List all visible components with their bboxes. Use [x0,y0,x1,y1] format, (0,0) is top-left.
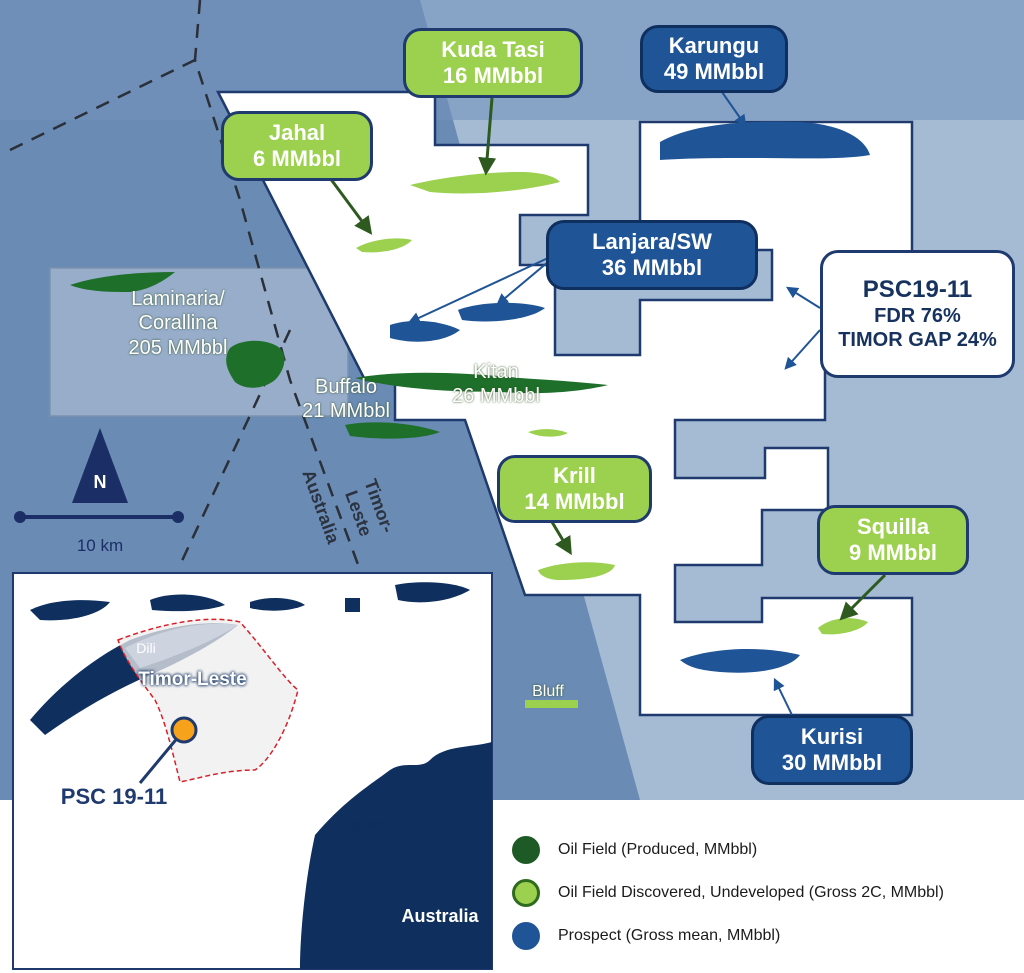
krill-callout: Krill 14 MMbbl [497,455,652,523]
lanjara-prospect-a [390,320,460,342]
karungu-prospect [660,121,870,160]
kitan-discovery [528,429,568,437]
inset-dili-label: Dili [136,640,156,656]
legend-item-produced: Oil Field (Produced, MMbbl) [512,836,757,864]
inset-psc-label: PSC 19-11 [60,784,168,809]
krill-name: Krill [553,462,596,488]
karungu-name: Karungu [668,32,760,58]
kuda-tasi-volume: 16 MMbbl [442,63,544,88]
bluff-label: Bluff [518,682,578,702]
laminaria-field [70,272,175,292]
border-line-1 [193,0,362,571]
laminaria-name-1: Laminaria/ [131,288,225,310]
laminaria-area-box [49,267,349,417]
krill-volume: 14 MMbbl [524,489,625,514]
scale-bar-end-right [172,511,184,523]
squilla-callout: Squilla 9 MMbbl [817,505,969,575]
legend-discovered-label: Oil Field Discovered, Undeveloped (Gross… [558,884,944,901]
lanjara-prospect-b [458,302,545,322]
kitan-volume: 26 MMbbl [452,385,540,408]
buffalo-volume: 21 MMbbl [302,400,390,423]
lanjara-name: Lanjara/SW [592,228,712,254]
arrow-kuda-tasi [478,97,497,176]
lanjara-callout: Lanjara/SW 36 MMbbl [546,220,758,290]
arrow-psc-b [784,329,821,370]
legend-item-discovered: Oil Field Discovered, Undeveloped (Gross… [512,879,944,907]
scale-bar-end-left [14,511,26,523]
kurisi-prospect [680,648,800,673]
border-line-3 [178,329,292,566]
lanjara-volume: 36 MMbbl [601,255,703,280]
bluff-name: Bluff [532,683,564,700]
squilla-field [818,618,868,635]
psc-timorgap-share: TIMOR GAP 24% [838,329,997,352]
inset-licence-area [117,618,299,783]
legend-prospect-icon [512,922,540,950]
kurisi-callout: Kurisi 30 MMbbl [751,715,913,785]
jahal-volume: 6 MMbbl [253,146,341,171]
arrow-jahal [328,177,373,235]
inset-darwin-label: Darwin [339,816,387,833]
jahal-callout: Jahal 6 MMbbl [221,111,373,181]
scale-bar-label: 10 km [76,536,124,555]
inset-timor-leste-label: Timor-Leste [138,669,247,690]
legend-item-prospect: Prospect (Gross mean, MMbbl) [512,922,780,950]
kuda-tasi-field [410,172,560,194]
psc-title: PSC19-11 [862,275,973,303]
kuda-tasi-callout: Kuda Tasi 16 MMbbl [403,28,583,98]
corallina-field [226,340,285,388]
kitan-field [355,372,608,394]
inset-psc-marker [170,716,198,744]
kurisi-name: Kurisi [800,723,864,749]
buffalo-field [345,422,440,439]
kurisi-volume: 30 MMbbl [781,750,883,775]
jahal-name: Jahal [268,119,326,145]
arrow-psc-a [785,286,821,309]
kitan-name: Kitan [473,361,519,383]
buffalo-label: Buffalo 21 MMbbl [290,375,402,424]
arrow-krill [550,521,572,556]
jahal-field [356,238,412,253]
laminaria-label: Laminaria/ Corallina 205 MMbbl [108,287,248,360]
north-arrow-icon [72,428,128,503]
buffalo-name: Buffalo [315,376,377,398]
psc-ownership-callout: PSC19-11 FDR 76% TIMOR GAP 24% [820,250,1015,378]
legend-prospect-label: Prospect (Gross mean, MMbbl) [558,927,781,944]
arrow-kurisi [773,677,793,716]
north-arrow-label: N [93,472,107,492]
arrow-lanjara-b [496,261,549,306]
kitan-label: Kitan 26 MMbbl [440,360,552,409]
squilla-name: Squilla [856,513,930,539]
squilla-volume: 9 MMbbl [849,540,937,565]
psc-fdr-share: FDR 76% [874,305,961,328]
arrow-karungu [721,91,747,127]
laminaria-name-2: Corallina [138,312,218,335]
laminaria-volume: 205 MMbbl [128,336,228,359]
legend-produced-label: Oil Field (Produced, MMbbl) [558,841,758,858]
arrow-lanjara-a [407,257,549,324]
inset-australia-label: Australia [401,906,479,926]
karungu-volume: 49 MMbbl [663,59,765,84]
kuda-tasi-name: Kuda Tasi [441,36,545,62]
krill-field [538,562,615,580]
bluff-field [525,700,578,708]
border-line-2 [9,58,196,152]
arrow-squilla [839,573,887,621]
karungu-callout: Karungu 49 MMbbl [640,25,788,93]
legend-discovered-icon [512,879,540,907]
legend-produced-icon [512,836,540,864]
